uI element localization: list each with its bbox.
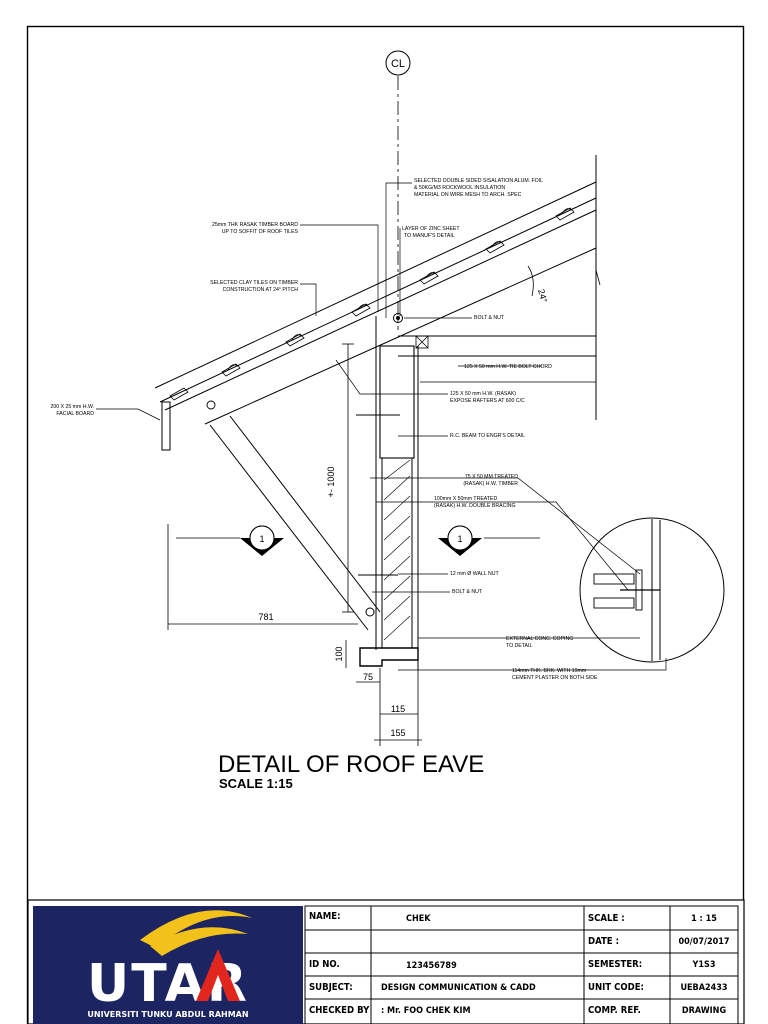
section-marks: 1 1 [176, 525, 540, 556]
note-treated-timber-1: 75 X 50 MM TREATED [465, 474, 518, 480]
section-mark-right: 1 [457, 534, 462, 544]
note-zinc-1: LAYER OF ZINC SHEET [402, 226, 460, 232]
note-insulation-2: & 50KG/M3 ROCKWOOL INSULATION [414, 185, 505, 191]
dimensions [167, 343, 422, 746]
detail-bubble [579, 517, 725, 663]
checked-value: : Mr. FOO CHEK KIM [381, 1006, 471, 1016]
note-insulation-1: SELECTED DOUBLE SIDED SISALATION ALUM. F… [414, 178, 543, 184]
name-label: NAME: [309, 911, 341, 922]
scale-label: SCALE : [588, 913, 625, 924]
unit-code-value: UEBA2433 [680, 983, 727, 993]
utar-logo: UTAR UNIVERSITI TUNKU ABDUL RAHMAN [87, 910, 252, 1019]
annotations: SELECTED DOUBLE SIDED SISALATION ALUM. F… [50, 178, 598, 681]
comp-ref-label: COMP. REF. [588, 1005, 641, 1016]
semester-label: SEMESTER: [588, 959, 642, 970]
dim-wall-outer: 155 [390, 728, 405, 738]
note-rafters-1: 125 X 50 mm H.W. (RASAK) [450, 391, 516, 397]
id-value: 123456789 [406, 961, 457, 971]
note-bolt-top: BOLT & NUT [474, 315, 505, 321]
dim-wall-inner: 115 [391, 704, 405, 714]
scale-value: 1 : 15 [691, 914, 717, 924]
note-clay-tiles-1: SELECTED CLAY TILES ON TIMBER [210, 280, 298, 286]
roof-structure [154, 155, 601, 631]
drawing-scale: SCALE 1:15 [219, 776, 293, 791]
checked-label: CHECKED BY [309, 1005, 370, 1016]
logo-subtitle: UNIVERSITI TUNKU ABDUL RAHMAN [87, 1010, 248, 1019]
note-brick-1: 114mm THK. BRK. WITH 19mm [512, 668, 586, 674]
semester-value: Y1S3 [692, 960, 716, 970]
note-bracing-1: 100mm X 50mm TREATED [434, 496, 497, 502]
title-block: UTAR UNIVERSITI TUNKU ABDUL RAHMAN NAME:… [27, 899, 745, 1024]
leaders [96, 182, 667, 671]
note-rafters-2: EXPOSE RAFTERS AT 600 C/C [450, 398, 525, 404]
wall-section [356, 316, 419, 670]
note-rc-beam: R.C. BEAM TO ENGR'S DETAIL [450, 433, 525, 439]
note-treated-timber-2: (RASAK) H.W. TIMBER [463, 481, 518, 487]
note-timber-board-1: 25mm THK RASAK TIMBER BOARD [212, 222, 298, 228]
unit-code-label: UNIT CODE: [588, 982, 644, 993]
note-zinc-2: TO MANUF'S DETAIL [404, 233, 455, 239]
dim-coping-height: 100 [334, 646, 344, 661]
note-coping-1: EXTERNAL CONC. COPING [506, 636, 573, 642]
centerline-symbol: CL [391, 58, 405, 70]
dim-overhang: 781 [258, 612, 273, 622]
note-brick-2: CEMENT PLASTER ON BOTH SIDE [512, 675, 598, 681]
dim-height: +- 1000 [326, 467, 336, 498]
note-bolt-low: BOLT & NUT [452, 589, 483, 595]
comp-ref-value: DRAWING [682, 1006, 727, 1016]
note-fascia-1: 200 X 25 mm H.W. [50, 404, 94, 410]
subject-value: DESIGN COMMUNICATION & CADD [381, 983, 536, 993]
note-tie-chord: 125 X 50 mm H.W. TIE BOLT CHORD [464, 364, 552, 370]
note-bracing-2: (RASAK) H.W. DOUBLE BRACING [434, 503, 516, 509]
note-fascia-2: FACIAL BOARD [56, 411, 94, 417]
section-mark-left: 1 [259, 534, 264, 544]
date-value: 00/07/2017 [679, 937, 730, 947]
dim-pitch: 24° [536, 288, 549, 304]
note-insulation-3: MATERIAL ON WIRE MESH TO ARCH. SPEC [414, 192, 522, 198]
id-label: ID NO. [309, 959, 340, 970]
note-coping-2: TO DETAIL [506, 643, 532, 649]
note-clay-tiles-2: CONSTRUCTION AT 24° PITCH [223, 287, 299, 293]
subject-label: SUBJECT: [309, 982, 353, 993]
drawing-title: DETAIL OF ROOF EAVE [218, 751, 484, 778]
date-label: DATE : [588, 936, 619, 947]
sheet-border [26, 25, 745, 1024]
note-wall-nut: 12 mm Ø WALL NUT [450, 571, 499, 577]
note-timber-board-2: UP TO SOFFIT OF ROOF TILES [222, 229, 299, 235]
centerline: CL [385, 50, 411, 330]
dim-coping-width: 75 [363, 672, 373, 682]
name-value: CHEK [406, 914, 431, 924]
